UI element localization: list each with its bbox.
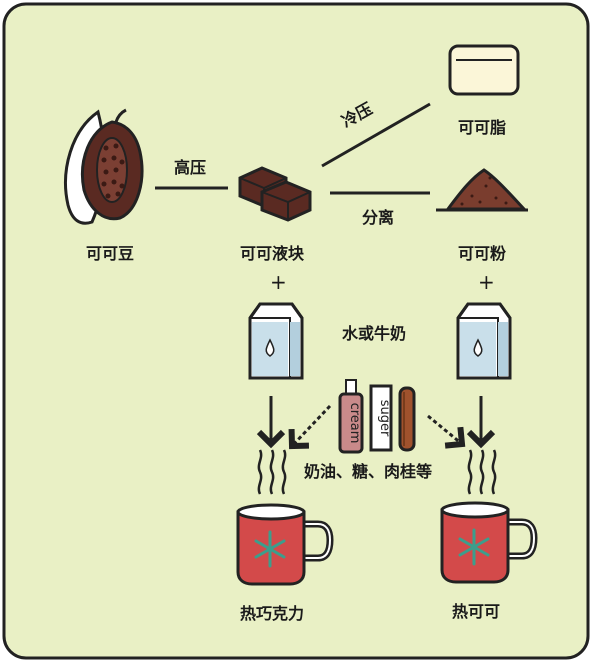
hot-mug-icon [236,449,334,586]
label-separate: 分离 [362,208,395,227]
cocoa-pod-icon [64,108,144,225]
label-high-pressure: 高压 [174,158,207,177]
powder-pile-icon [445,168,528,211]
dashed-arrow-left [288,404,332,450]
label-cocoa-liquor: 可可液块 [240,244,305,263]
milk-carton-icon [456,302,512,380]
label-hot-cocoa: 热可可 [452,602,501,621]
butter-block-icon [448,44,520,96]
label-cocoa-powder: 可可粉 [458,244,507,263]
sugar-text: suger [377,400,392,437]
chocolate-block-icon [238,166,312,222]
label-cocoa-butter: 可可脂 [458,118,507,137]
sugar-packet-icon: suger [369,384,393,452]
plus-left: + [270,270,287,294]
connector-cold-press [321,102,431,168]
dashed-arrow-right [427,414,466,449]
label-cocoa-bean: 可可豆 [86,244,135,263]
hot-mug-icon [440,449,538,584]
cinnamon-stick-icon [398,386,416,452]
plus-right: + [478,270,495,294]
milk-carton-icon [248,302,304,380]
label-water-or-milk: 水或牛奶 [342,324,407,343]
cream-text: cream [347,403,362,444]
cream-tube-icon: cream [338,379,364,454]
label-additives: 奶油、糖、肉桂等 [304,462,433,481]
label-hot-chocolate: 热巧克力 [240,604,305,623]
